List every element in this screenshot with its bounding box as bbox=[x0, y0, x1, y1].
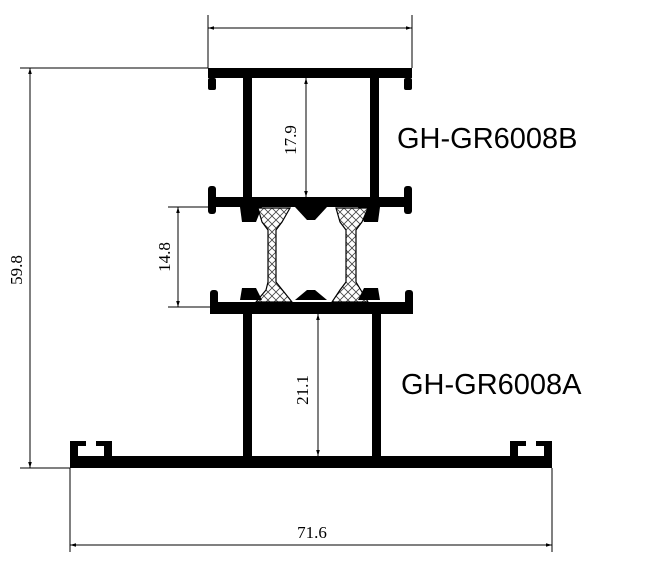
thermal-break-strips bbox=[254, 207, 370, 303]
label-lower-profile: GH-GR6008A bbox=[401, 369, 582, 401]
lower-profile-a bbox=[70, 288, 552, 468]
dim-lower-chamber: 21.1 bbox=[293, 375, 312, 405]
dimension-lines bbox=[20, 15, 553, 552]
dim-total-height: 59.8 bbox=[7, 255, 26, 285]
label-upper-profile: GH-GR6008B bbox=[397, 123, 578, 155]
dim-base-width: 71.6 bbox=[297, 523, 327, 542]
dim-thermal-break: 14.8 bbox=[155, 242, 174, 272]
dim-upper-chamber: 17.9 bbox=[281, 125, 300, 155]
upper-profile-b bbox=[208, 68, 412, 222]
